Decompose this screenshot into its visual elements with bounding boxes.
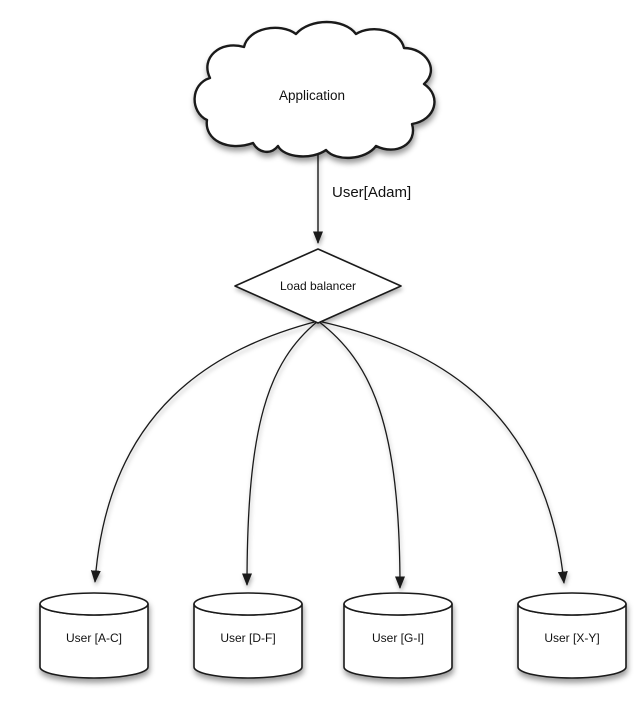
edge-load-balancer-to-shard-g-i <box>317 320 405 589</box>
diamond-icon <box>234 248 402 324</box>
shard-node-a-c: User [A-C] <box>39 592 149 679</box>
shard-label-x-y: User [X-Y] <box>544 631 599 645</box>
shard-label-a-c: User [A-C] <box>66 631 122 645</box>
edge-load-balancer-to-shard-a-c <box>90 320 319 583</box>
edge-label-user-adam: User[Adam] <box>332 184 411 201</box>
shard-node-d-f: User [D-F] <box>193 592 303 679</box>
edge-load-balancer-to-shard-d-f <box>242 320 319 586</box>
database-cylinder-icon <box>193 592 303 679</box>
edge-load-balancer-to-shard-x-y <box>317 320 568 584</box>
shard-node-x-y: User [X-Y] <box>517 592 627 679</box>
edge-group <box>90 152 568 589</box>
database-cylinder-icon <box>517 592 627 679</box>
load-balancer-node: Load balancer <box>234 248 402 324</box>
database-cylinder-icon <box>39 592 149 679</box>
shard-label-g-i: User [G-I] <box>372 631 424 645</box>
shard-label-d-f: User [D-F] <box>220 631 275 645</box>
database-cylinder-icon <box>343 592 453 679</box>
cloud-icon <box>193 20 436 159</box>
load-balancer-label: Load balancer <box>280 279 356 293</box>
application-label: Application <box>279 88 345 103</box>
application-node: Application <box>193 20 436 159</box>
shard-node-g-i: User [G-I] <box>343 592 453 679</box>
